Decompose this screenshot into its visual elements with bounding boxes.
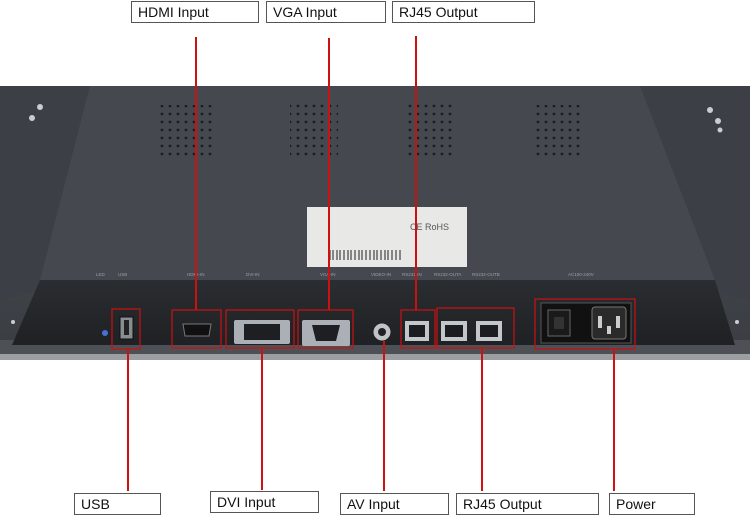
rj45-out-callout-box xyxy=(436,307,515,349)
annotation-boxes xyxy=(111,298,636,350)
av-input-label: AV Input xyxy=(340,493,449,515)
hdmi-port xyxy=(182,323,212,337)
svg-text:RS232-OUTA: RS232-OUTA xyxy=(434,272,461,277)
io-panel: LED USB HDMI-IN DVI-IN VGA-IN VIDEO-IN R… xyxy=(12,272,735,346)
svg-text:RS232-OUTB: RS232-OUTB xyxy=(472,272,500,277)
certification-sticker: CE RoHS xyxy=(307,207,467,267)
vga-input-label: VGA Input xyxy=(266,1,386,23)
power-callout-box xyxy=(534,298,636,350)
usb-label: USB xyxy=(74,493,161,515)
leader-lines xyxy=(127,36,615,491)
rj45-output-bottom-label: RJ45 Output xyxy=(456,493,599,515)
svg-text:LED: LED xyxy=(96,272,106,277)
dvi-callout-box xyxy=(225,309,295,349)
hdmi-input-label: HDMI Input xyxy=(131,1,259,23)
svg-text:USB: USB xyxy=(118,272,127,277)
mounting-screws xyxy=(11,104,739,324)
led-indicator xyxy=(102,330,108,336)
svg-text:DVI-IN: DVI-IN xyxy=(246,272,260,277)
usb-callout-box xyxy=(111,308,141,350)
svg-text:AC100-240V: AC100-240V xyxy=(568,272,594,277)
dvi-input-label: DVI Input xyxy=(210,491,319,513)
vent-grilles xyxy=(160,100,584,160)
rj45-output-top-label: RJ45 Output xyxy=(392,1,535,23)
svg-text:CE RoHS: CE RoHS xyxy=(410,222,449,232)
power-label: Power xyxy=(609,493,695,515)
rj45-in-callout-box xyxy=(400,309,436,349)
power-socket xyxy=(591,306,627,340)
svg-text:VIDEO-IN: VIDEO-IN xyxy=(371,272,391,277)
svg-text:RS232-IN: RS232-IN xyxy=(402,272,422,277)
svg-text:VGA-IN: VGA-IN xyxy=(320,272,336,277)
vga-callout-box xyxy=(297,309,354,349)
